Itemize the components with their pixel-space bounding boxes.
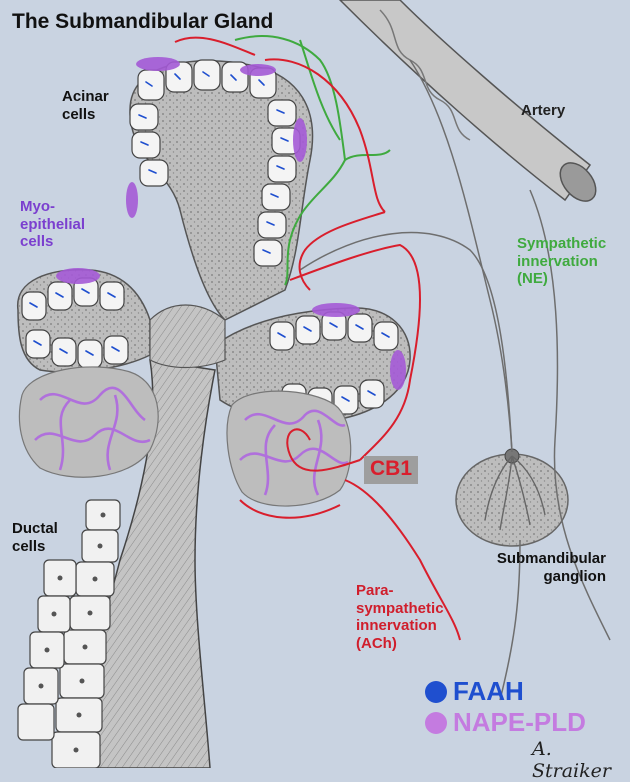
label-submandibular-ganglion: Submandibular ganglion	[496, 550, 606, 585]
label-myoepithelial-cells: Myo-epithelial cells	[20, 198, 88, 251]
label-acinar-cells: Acinar cells	[62, 88, 117, 123]
artist-signature: A. Straiker	[532, 738, 630, 782]
faah-dot-icon	[425, 681, 447, 703]
label-ductal-cells: Ductal cells	[12, 520, 67, 555]
label-parasympathetic-innervation: Para-sympathetic innervation (ACh)	[356, 582, 451, 653]
myoepithelial-left	[56, 268, 100, 284]
legend-label-nape-pld: NAPE-PLD	[453, 707, 586, 738]
label-sympathetic-innervation: Sympathetic innervation (NE)	[517, 235, 622, 288]
legend-label-faah: FAAH	[453, 676, 524, 707]
label-artery: Artery	[521, 102, 565, 120]
legend-item-faah: FAAH	[425, 676, 524, 707]
duct-junction	[150, 305, 225, 368]
legend-item-nape-pld: NAPE-PLD	[425, 707, 586, 738]
submandibular-ganglion	[456, 454, 568, 546]
nape-pld-cluster-left	[19, 367, 158, 477]
nape-pld-dot-icon	[425, 712, 447, 734]
diagram-title: The Submandibular Gland	[12, 10, 273, 35]
label-cb1: CB1	[364, 456, 418, 484]
artery-vessel	[340, 0, 590, 200]
